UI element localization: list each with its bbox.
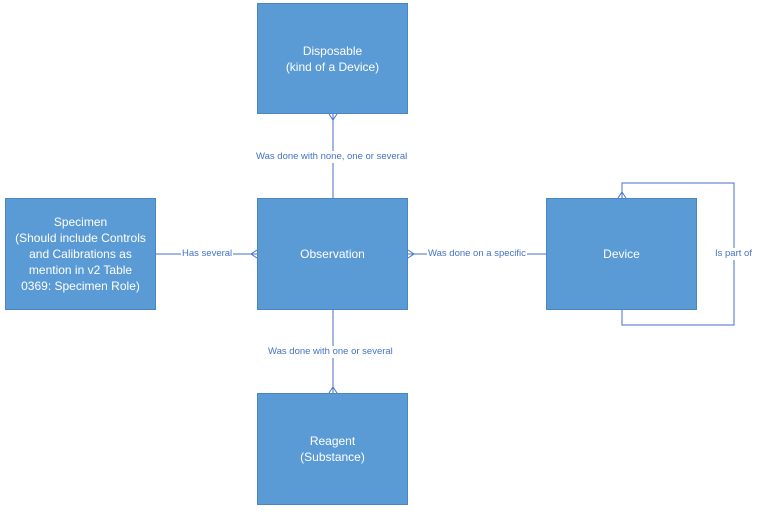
crowfoot-device-self-icon	[617, 191, 627, 199]
crowfoot-reagent-icon	[328, 385, 338, 394]
entity-reagent[interactable]: Reagent (Substance)	[257, 393, 408, 505]
crowfoot-disposable-icon	[328, 113, 338, 122]
entity-specimen-note-line: and Calibrations as	[29, 247, 132, 261]
relationship-label-reagent: Was done with one or several	[267, 346, 394, 358]
relationship-label-device: Was done on a specific	[427, 248, 527, 260]
entity-device[interactable]: Device	[546, 198, 697, 310]
entity-observation[interactable]: Observation	[257, 198, 408, 310]
crowfoot-device-icon	[407, 249, 415, 259]
entity-specimen[interactable]: Specimen (Should include Controls and Ca…	[5, 198, 156, 310]
entity-specimen-note-line: (Should include Controls	[15, 231, 146, 245]
entity-disposable-subtitle: (kind of a Device)	[285, 59, 380, 74]
entity-reagent-subtitle: (Substance)	[300, 450, 365, 464]
entity-specimen-note-line: 0369: Specimen Role)	[21, 279, 140, 293]
relationship-label-specimen: Has several	[181, 248, 234, 260]
entity-device-title: Device	[603, 247, 640, 261]
entity-specimen-title: Specimen	[53, 215, 108, 229]
entity-disposable[interactable]: Disposable (kind of a Device)	[257, 3, 408, 114]
entity-specimen-note-line: mention in v2 Table	[28, 263, 133, 277]
entity-disposable-title: Disposable	[302, 43, 363, 58]
crowfoot-specimen-icon	[250, 249, 258, 259]
entity-observation-title: Observation	[300, 247, 365, 261]
relationship-label-disposable: Was done with none, one or several	[255, 151, 409, 163]
relationship-label-device-self: Is part of	[714, 248, 753, 260]
entity-reagent-title: Reagent	[309, 434, 356, 448]
